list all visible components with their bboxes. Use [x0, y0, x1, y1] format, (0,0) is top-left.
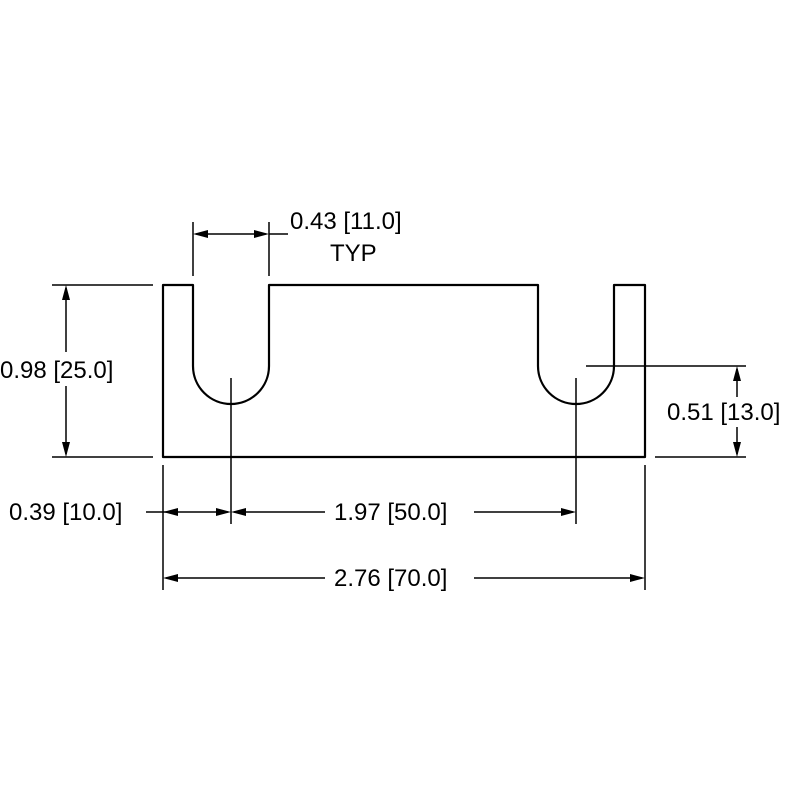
slot-depth-dimension — [586, 365, 746, 458]
part-outline — [161, 283, 647, 459]
overall-width-label: 2.76 [70.0] — [334, 565, 447, 592]
edge-to-slot-label: 0.39 [10.0] — [9, 499, 122, 526]
slot-width-dimension — [192, 222, 288, 276]
slot-width-typ-note: TYP — [330, 240, 377, 267]
height-label: 0.98 [25.0] — [0, 357, 113, 384]
slot-depth-label: 0.51 [13.0] — [667, 399, 780, 426]
overall-width-dimension — [163, 574, 645, 582]
slot-spacing-label: 1.97 [50.0] — [334, 499, 447, 526]
bottom-extension-lines — [162, 378, 646, 590]
slot-width-label: 0.43 [11.0] — [290, 208, 402, 235]
slot-position-dimension — [146, 508, 576, 516]
